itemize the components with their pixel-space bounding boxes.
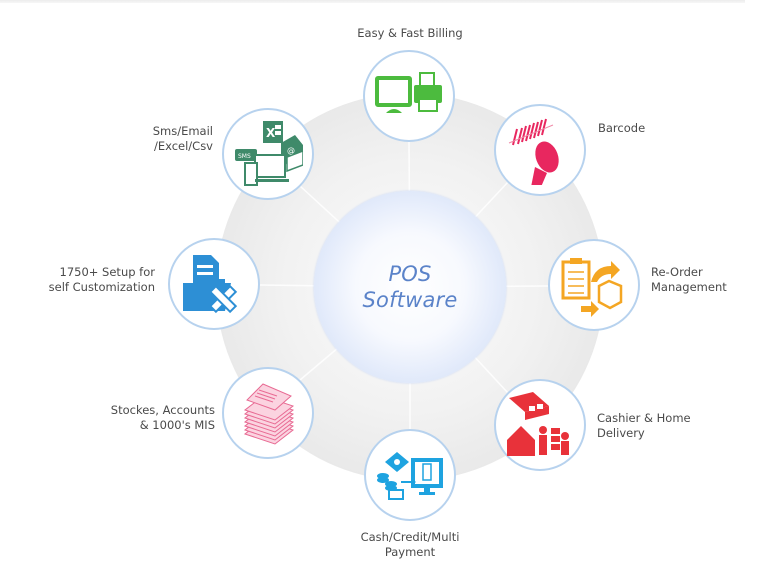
paper-stack-icon	[243, 383, 295, 445]
label-export: Sms/Email /Excel/Csv	[152, 124, 213, 153]
monitor-printer-icon	[375, 72, 442, 113]
sms-email-excel-icon: X @ SMS	[235, 121, 303, 186]
feature-barcode	[494, 104, 586, 196]
label-billing: Easy & Fast Billing	[357, 26, 463, 40]
folder-tools-icon	[183, 255, 238, 314]
coins-card-monitor-icon	[377, 452, 443, 500]
barcode-scanner-icon	[508, 118, 559, 185]
label-barcode: Barcode	[598, 121, 646, 135]
feature-cashier	[494, 379, 586, 471]
top-divider	[0, 0, 745, 3]
hub-title-line2: Software	[362, 288, 458, 312]
label-mis: Stockes, Accounts & 1000's MIS	[110, 403, 215, 432]
hub-title-line1: POS	[388, 262, 432, 286]
feature-reorder	[548, 239, 640, 331]
feature-payment	[364, 429, 456, 521]
label-reorder: Re-Order Management	[651, 265, 727, 294]
cash-drawer-delivery-icon	[507, 392, 569, 456]
feature-mis	[222, 367, 314, 459]
label-payment: Cash/Credit/Multi Payment	[360, 530, 460, 559]
svg-text:SMS: SMS	[238, 153, 251, 160]
label-customization: 1750+ Setup for self Customization	[48, 265, 155, 294]
pos-software-hub: POS Software	[314, 191, 506, 383]
label-cashier: Cashier & Home Delivery	[597, 411, 691, 440]
feature-billing	[363, 50, 455, 142]
svg-text:@: @	[287, 146, 295, 155]
feature-customization	[168, 238, 260, 330]
clipboard-box-icon	[561, 258, 623, 317]
svg-text:X: X	[266, 126, 276, 140]
feature-export: X @ SMS	[222, 108, 314, 200]
